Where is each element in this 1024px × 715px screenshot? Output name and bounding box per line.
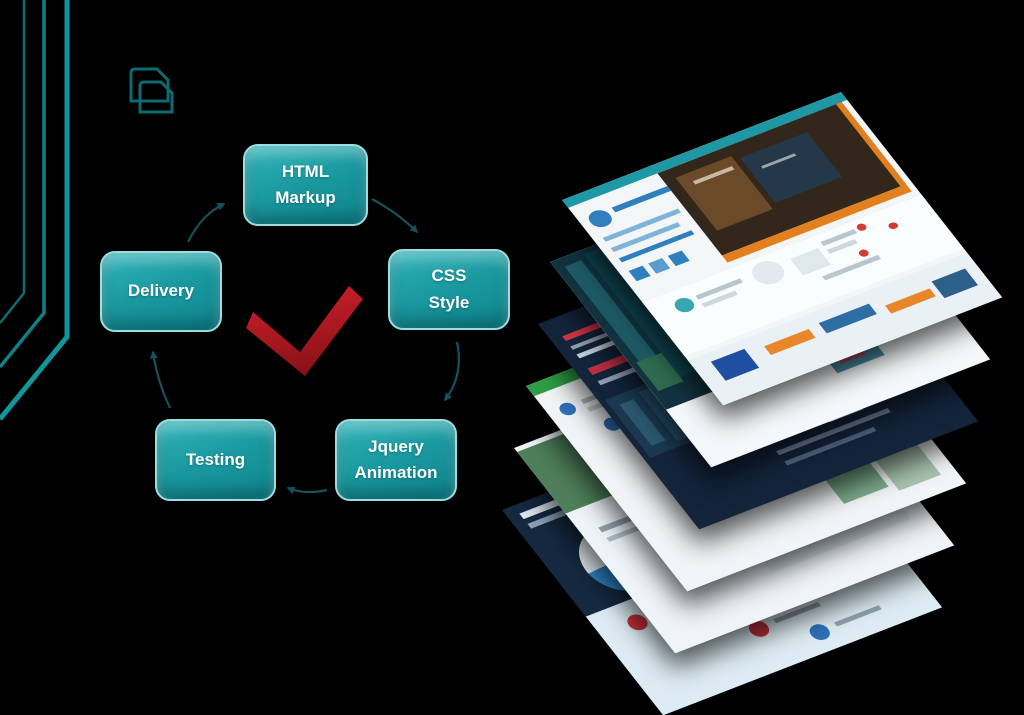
step-label-line: Jquery: [368, 436, 424, 456]
step-testing: Testing: [155, 419, 276, 501]
step-html-markup: HTML Markup: [243, 144, 368, 226]
step-label-line: Delivery: [127, 281, 195, 301]
step-css-style: CSS Style: [388, 249, 510, 330]
industrial-orange-site-block: [611, 185, 671, 213]
step-label-line: Style: [428, 292, 470, 312]
step-label-line: Animation: [354, 463, 438, 482]
canvas: { "palette": { "bg": "#000000", "line_a"…: [0, 0, 1003, 715]
step-label-line: CSS: [431, 266, 467, 286]
step-delivery: Delivery: [100, 251, 222, 332]
industrial-orange-site-block: [584, 207, 616, 230]
step-label-line: HTML: [281, 161, 330, 181]
step-label-line: Markup: [275, 188, 336, 207]
green-accent-badges-site-block: [556, 400, 580, 418]
industrial-orange-site-block: [628, 265, 651, 281]
step-label-line: Testing: [185, 449, 246, 469]
industrial-orange-site-block: [667, 250, 690, 266]
industrial-orange-site-block: [647, 257, 670, 274]
step-jquery-animation: Jquery Animation: [335, 419, 457, 501]
